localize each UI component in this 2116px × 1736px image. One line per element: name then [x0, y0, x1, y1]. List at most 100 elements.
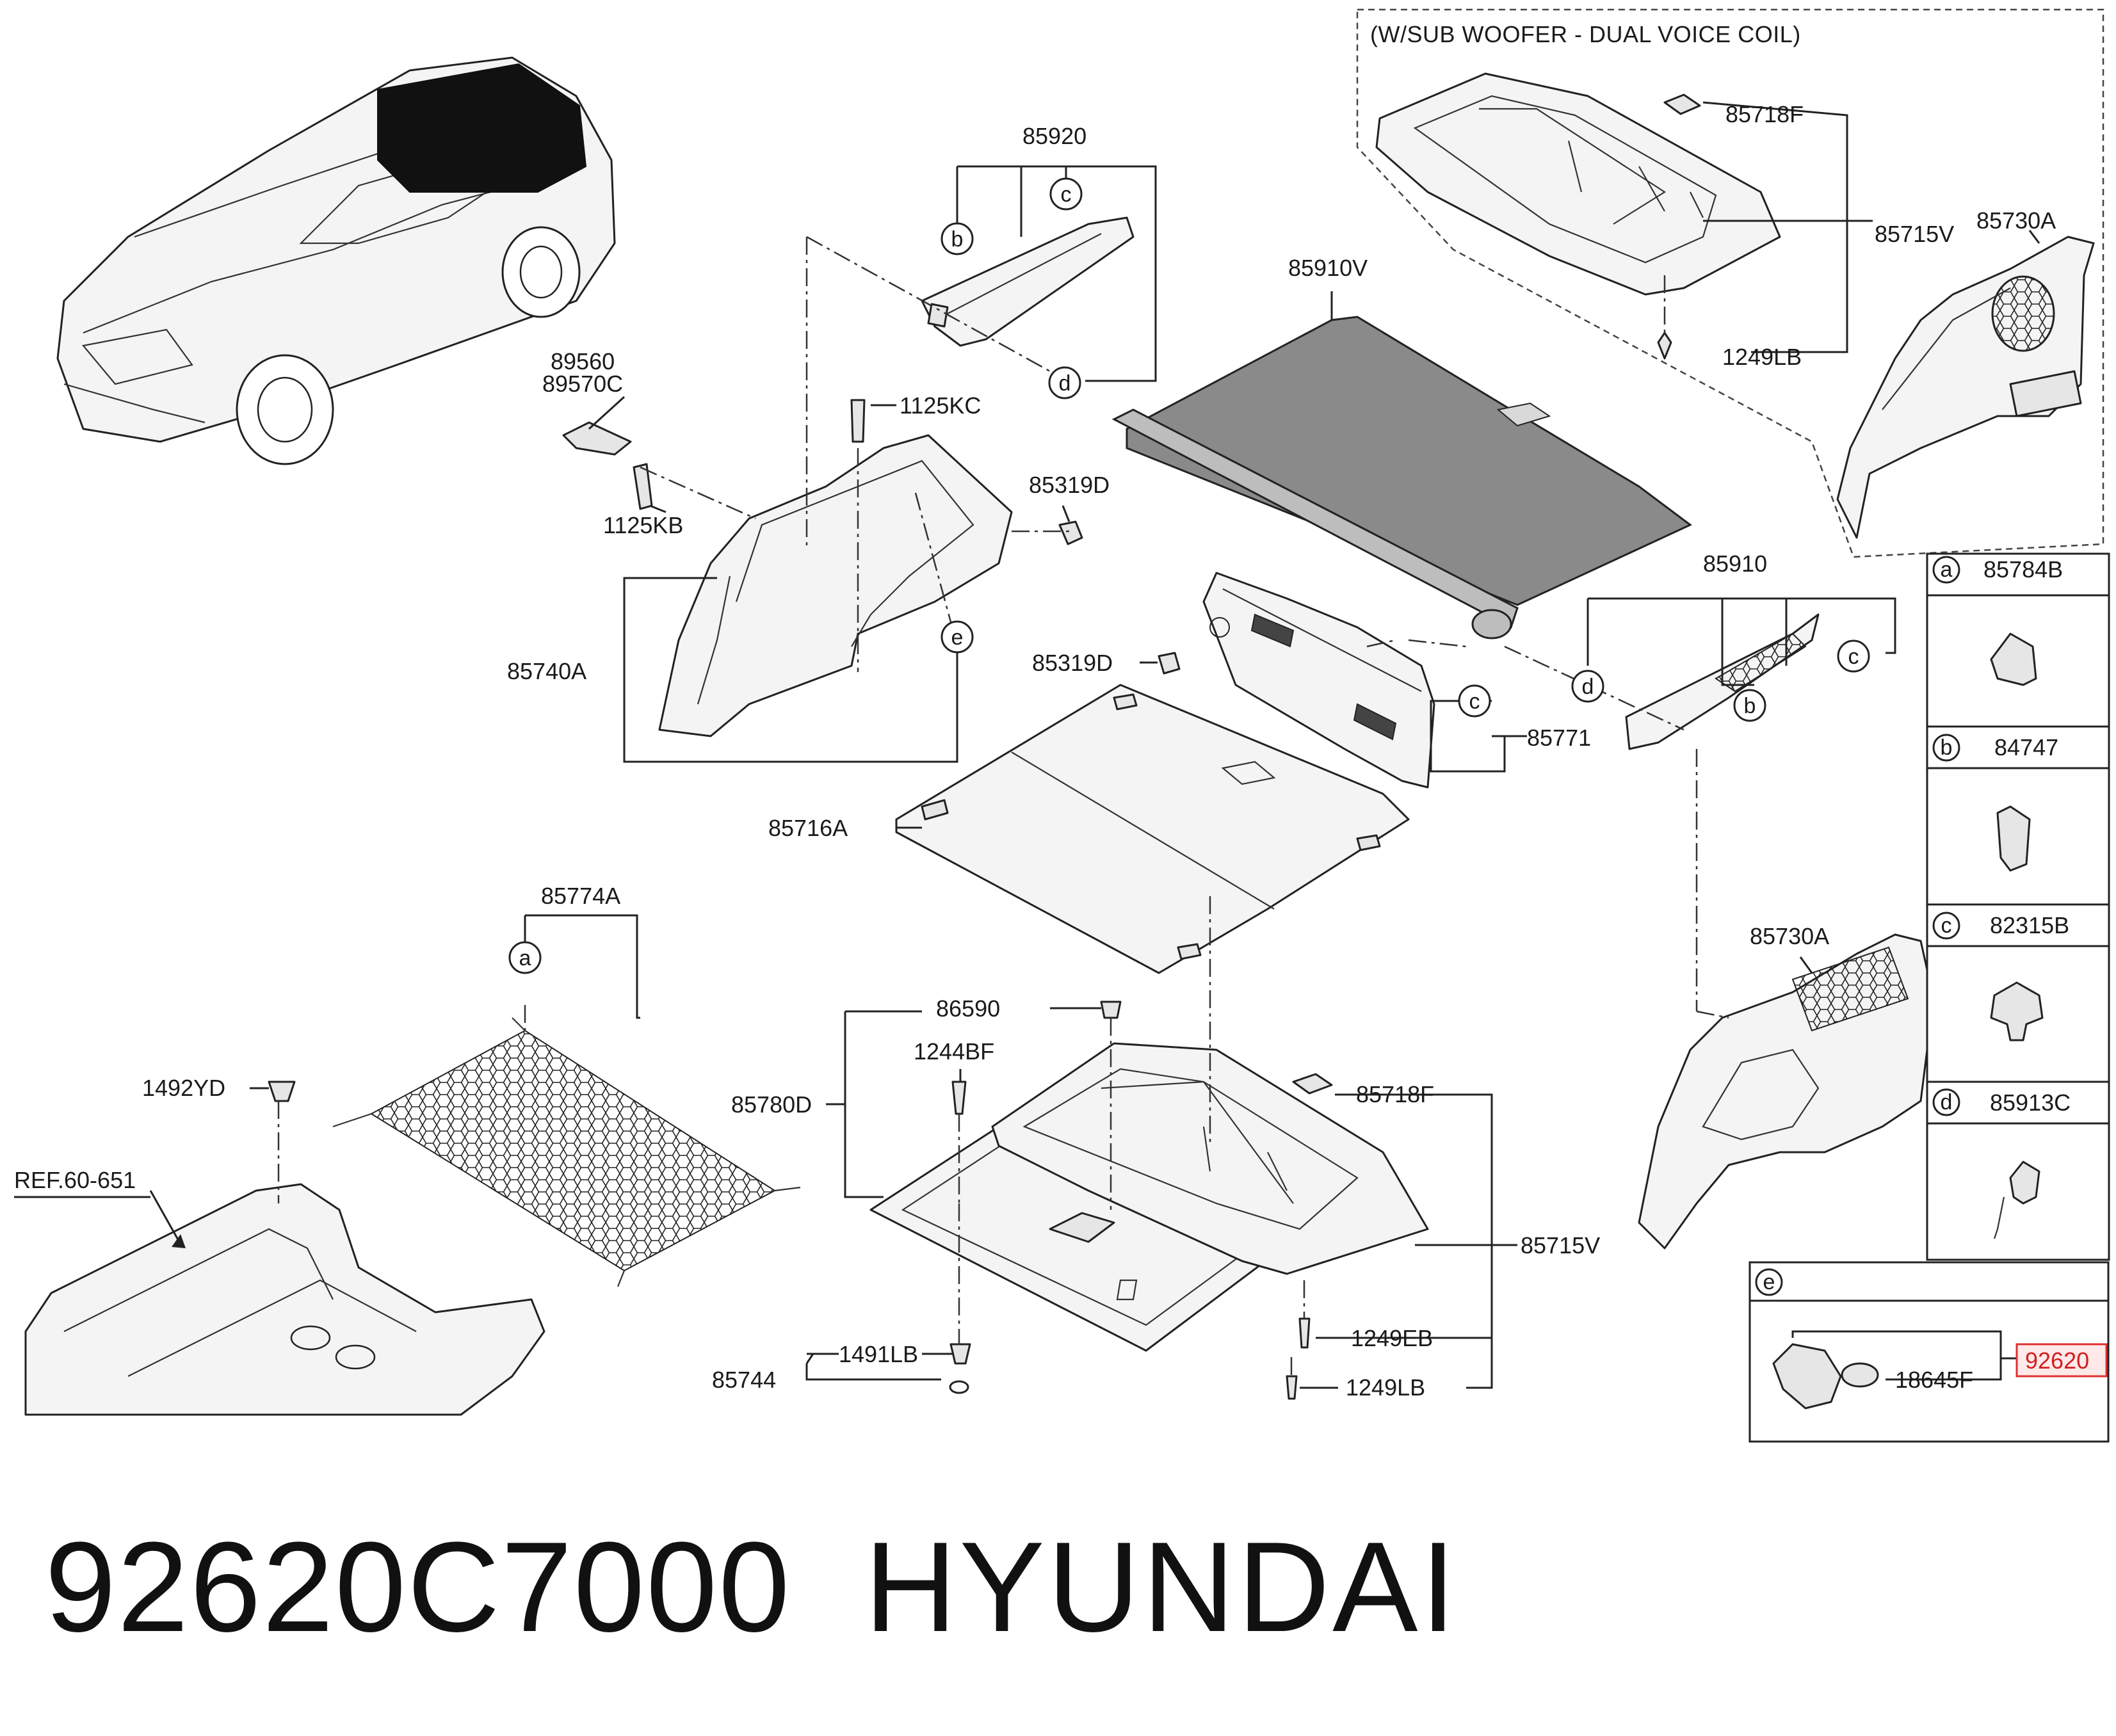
label-85319D-a: 85319D: [1029, 472, 1110, 498]
label-1492YD: 1492YD: [142, 1075, 225, 1101]
label-ref: REF.60-651: [14, 1167, 136, 1193]
label-85718F-bot: 85718F: [1356, 1081, 1434, 1107]
callout-circle-a: a: [508, 941, 542, 974]
legend-row-b: b 84747: [1932, 734, 2058, 872]
label-85718F-top: 85718F: [1725, 101, 1804, 127]
part-labels: 85718F 85715V 1249LB 85730A 85920 85910V…: [14, 101, 2056, 1401]
cap-86590: [1100, 1001, 1122, 1019]
label-89570C: 89570C: [542, 371, 623, 397]
screw-1249LB-top: [1657, 332, 1672, 360]
fastener-legend: a 85784B b 84747 c 82315B d 85913C: [1926, 552, 2110, 1261]
svg-text:e: e: [1763, 1270, 1775, 1294]
label-1125KC: 1125KC: [900, 392, 981, 419]
clip-85319D-b: [1158, 652, 1181, 675]
label-85730A-top: 85730A: [1976, 207, 2056, 234]
svg-text:c: c: [1848, 645, 1859, 669]
callout-circle-d: d: [1571, 670, 1604, 703]
brand-caption: HYUNDAI: [864, 1516, 1459, 1659]
label-85744: 85744: [712, 1367, 776, 1393]
svg-text:b: b: [1941, 735, 1953, 760]
label-85771: 85771: [1527, 725, 1591, 751]
label-1249EB: 1249EB: [1351, 1325, 1433, 1351]
quarter-trim-85740A: [658, 434, 1013, 737]
callout-circle-c: c: [1837, 639, 1870, 673]
legend-row-c: c 82315B: [1932, 912, 2069, 1041]
vehicle-illustration: [56, 56, 616, 465]
lower-tray-85780D: [869, 1125, 1275, 1352]
legend-row-a: a 85784B: [1932, 556, 2063, 686]
label-85920: 85920: [1022, 123, 1086, 149]
clip-1492YD: [268, 1081, 296, 1102]
callout-circle-c: c: [1049, 177, 1083, 211]
cover-85718F-top: [1663, 93, 1701, 115]
label-86590: 86590: [936, 995, 1000, 1022]
svg-text:d: d: [1941, 1090, 1953, 1114]
bolt-1491LB: [949, 1343, 971, 1365]
svg-text:d: d: [1582, 675, 1594, 699]
cargo-net-85774A: [332, 1017, 801, 1287]
svg-text:e: e: [951, 625, 964, 650]
label-1125KB: 1125KB: [603, 512, 683, 538]
screw-1244BF: [951, 1081, 967, 1115]
svg-text:b: b: [951, 227, 964, 252]
ref-arrow-head: [172, 1234, 186, 1248]
bulb-icon: [1841, 1362, 1879, 1388]
rear-trim-85771: [1202, 572, 1435, 789]
svg-text:a: a: [1941, 558, 1953, 582]
svg-text:85913C: 85913C: [1990, 1089, 2071, 1116]
screw-1249LB-bot: [1286, 1375, 1298, 1400]
part-number-caption: 92620C7000: [45, 1516, 791, 1659]
clip-85913C-icon: [2009, 1161, 2040, 1205]
label-1249LB-bot: 1249LB: [1346, 1374, 1425, 1401]
trim-85920: [921, 216, 1135, 347]
svg-text:a: a: [519, 946, 531, 970]
svg-text:85784B: 85784B: [1983, 556, 2063, 583]
rear-wheel: [501, 226, 581, 318]
parts-diagram: (W/SUB WOOFER - DUAL VOICE COIL): [14, 8, 2110, 1443]
clip-82315B-icon: [1990, 981, 2044, 1041]
legend-row-d: d 85913C: [1932, 1088, 2071, 1239]
label-85715V-top: 85715V: [1875, 221, 1954, 247]
callout-circle-b: b: [1733, 689, 1766, 722]
label-92620: 92620: [2025, 1347, 2089, 1374]
label-85716A: 85716A: [768, 815, 848, 841]
callout-circle-e: e: [941, 620, 974, 654]
label-85780D: 85780D: [731, 1091, 812, 1118]
clip-85784B-icon: [1990, 632, 2037, 686]
svg-text:c: c: [1061, 182, 1072, 207]
trim-85730A-lower: [1638, 933, 1935, 1250]
svg-text:c: c: [1469, 689, 1480, 714]
svg-text:84747: 84747: [1994, 734, 2058, 760]
svg-text:82315B: 82315B: [1990, 912, 2069, 938]
highlight-92620-box: [2015, 1343, 2108, 1378]
washer-85744: [949, 1380, 969, 1394]
label-85910V: 85910V: [1288, 255, 1368, 281]
label-85910: 85910: [1703, 551, 1767, 577]
label-85730A-mid: 85730A: [1750, 923, 1829, 949]
clip-85319D-a: [1058, 520, 1083, 545]
svg-text:b: b: [1744, 694, 1756, 718]
sub-woofer-variant-frame: [1356, 8, 2104, 558]
floor-panel-reference: [24, 1183, 545, 1416]
label-85740A: 85740A: [507, 658, 586, 684]
bracket-89560: [562, 421, 653, 510]
trim-85730A-subwoofer: [1836, 236, 2095, 539]
cargo-cover-85910V: [1111, 316, 1692, 639]
svg-text:d: d: [1059, 371, 1071, 396]
label-1491LB: 1491LB: [839, 1341, 918, 1367]
cover-85718F-bot: [1292, 1073, 1333, 1095]
label-1244BF: 1244BF: [914, 1038, 994, 1065]
label-85715V-bot: 85715V: [1521, 1232, 1600, 1258]
callout-circle-c: c: [1458, 684, 1491, 718]
sub-woofer-title: (W/SUB WOOFER - DUAL VOICE COIL): [1370, 21, 1801, 47]
detail-box-e: e 18645F 92620: [1749, 1261, 2110, 1443]
luggage-board-85716A: [895, 684, 1410, 974]
lamp-housing-icon: [1772, 1343, 1842, 1410]
label-18645F: 18645F: [1895, 1367, 1973, 1393]
callout-circle-d: d: [1048, 366, 1081, 399]
clip-84747-icon: [1996, 805, 2031, 872]
svg-text:c: c: [1941, 913, 1952, 938]
callout-circle-b: b: [941, 222, 974, 255]
screw-1249EB: [1298, 1317, 1311, 1349]
label-1249LB-top: 1249LB: [1722, 344, 1802, 370]
